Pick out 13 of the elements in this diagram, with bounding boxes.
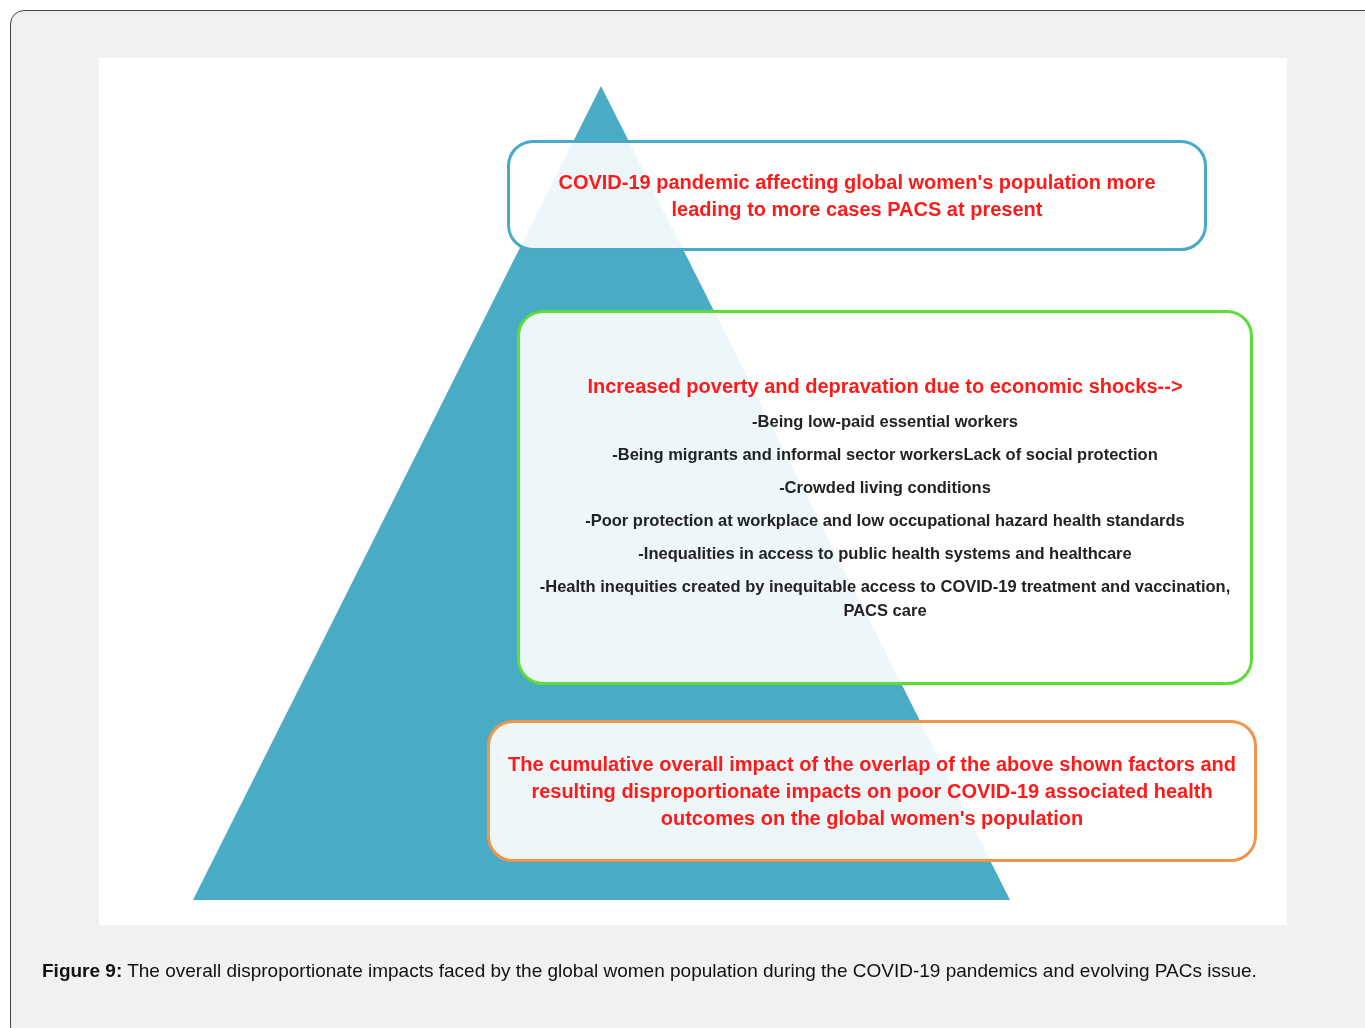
list-item-text: -Health inequities created by inequitable access to COVID-19 treatment and vaccination, PACS care <box>538 576 1232 621</box>
list-item-text: -Crowded living conditions <box>779 477 991 498</box>
outcome-box <box>487 720 1257 862</box>
list-item-text: -Being low-paid essential workers <box>752 411 1018 432</box>
list-item-text: -Inequalities in access to public health systems and healthcare <box>638 543 1132 564</box>
list-item-text: -Being migrants and informal sector workersLack of social protection <box>612 444 1158 465</box>
list-item-text: -Poor protection at workplace and low occupational hazard health standards <box>585 510 1185 531</box>
header-box <box>507 140 1207 251</box>
heading-text: Increased poverty and depravation due to economic shocks--> <box>587 374 1183 399</box>
figure-caption: Figure 9: The overall disproportionate impacts faced by the global women population during the COVID-19 pandemics and evolving PACs issue. <box>42 959 1258 983</box>
heading-text: COVID-19 pandemic affecting global women's population more leading to more cases PACS at present <box>557 169 1157 222</box>
heading-text: The cumulative overall impact of the overlap of the above shown factors and resulting disproportionate impacts on poor COVID-19 associated health outcomes on the global women's population <box>508 751 1236 831</box>
factor-box <box>517 310 1253 685</box>
